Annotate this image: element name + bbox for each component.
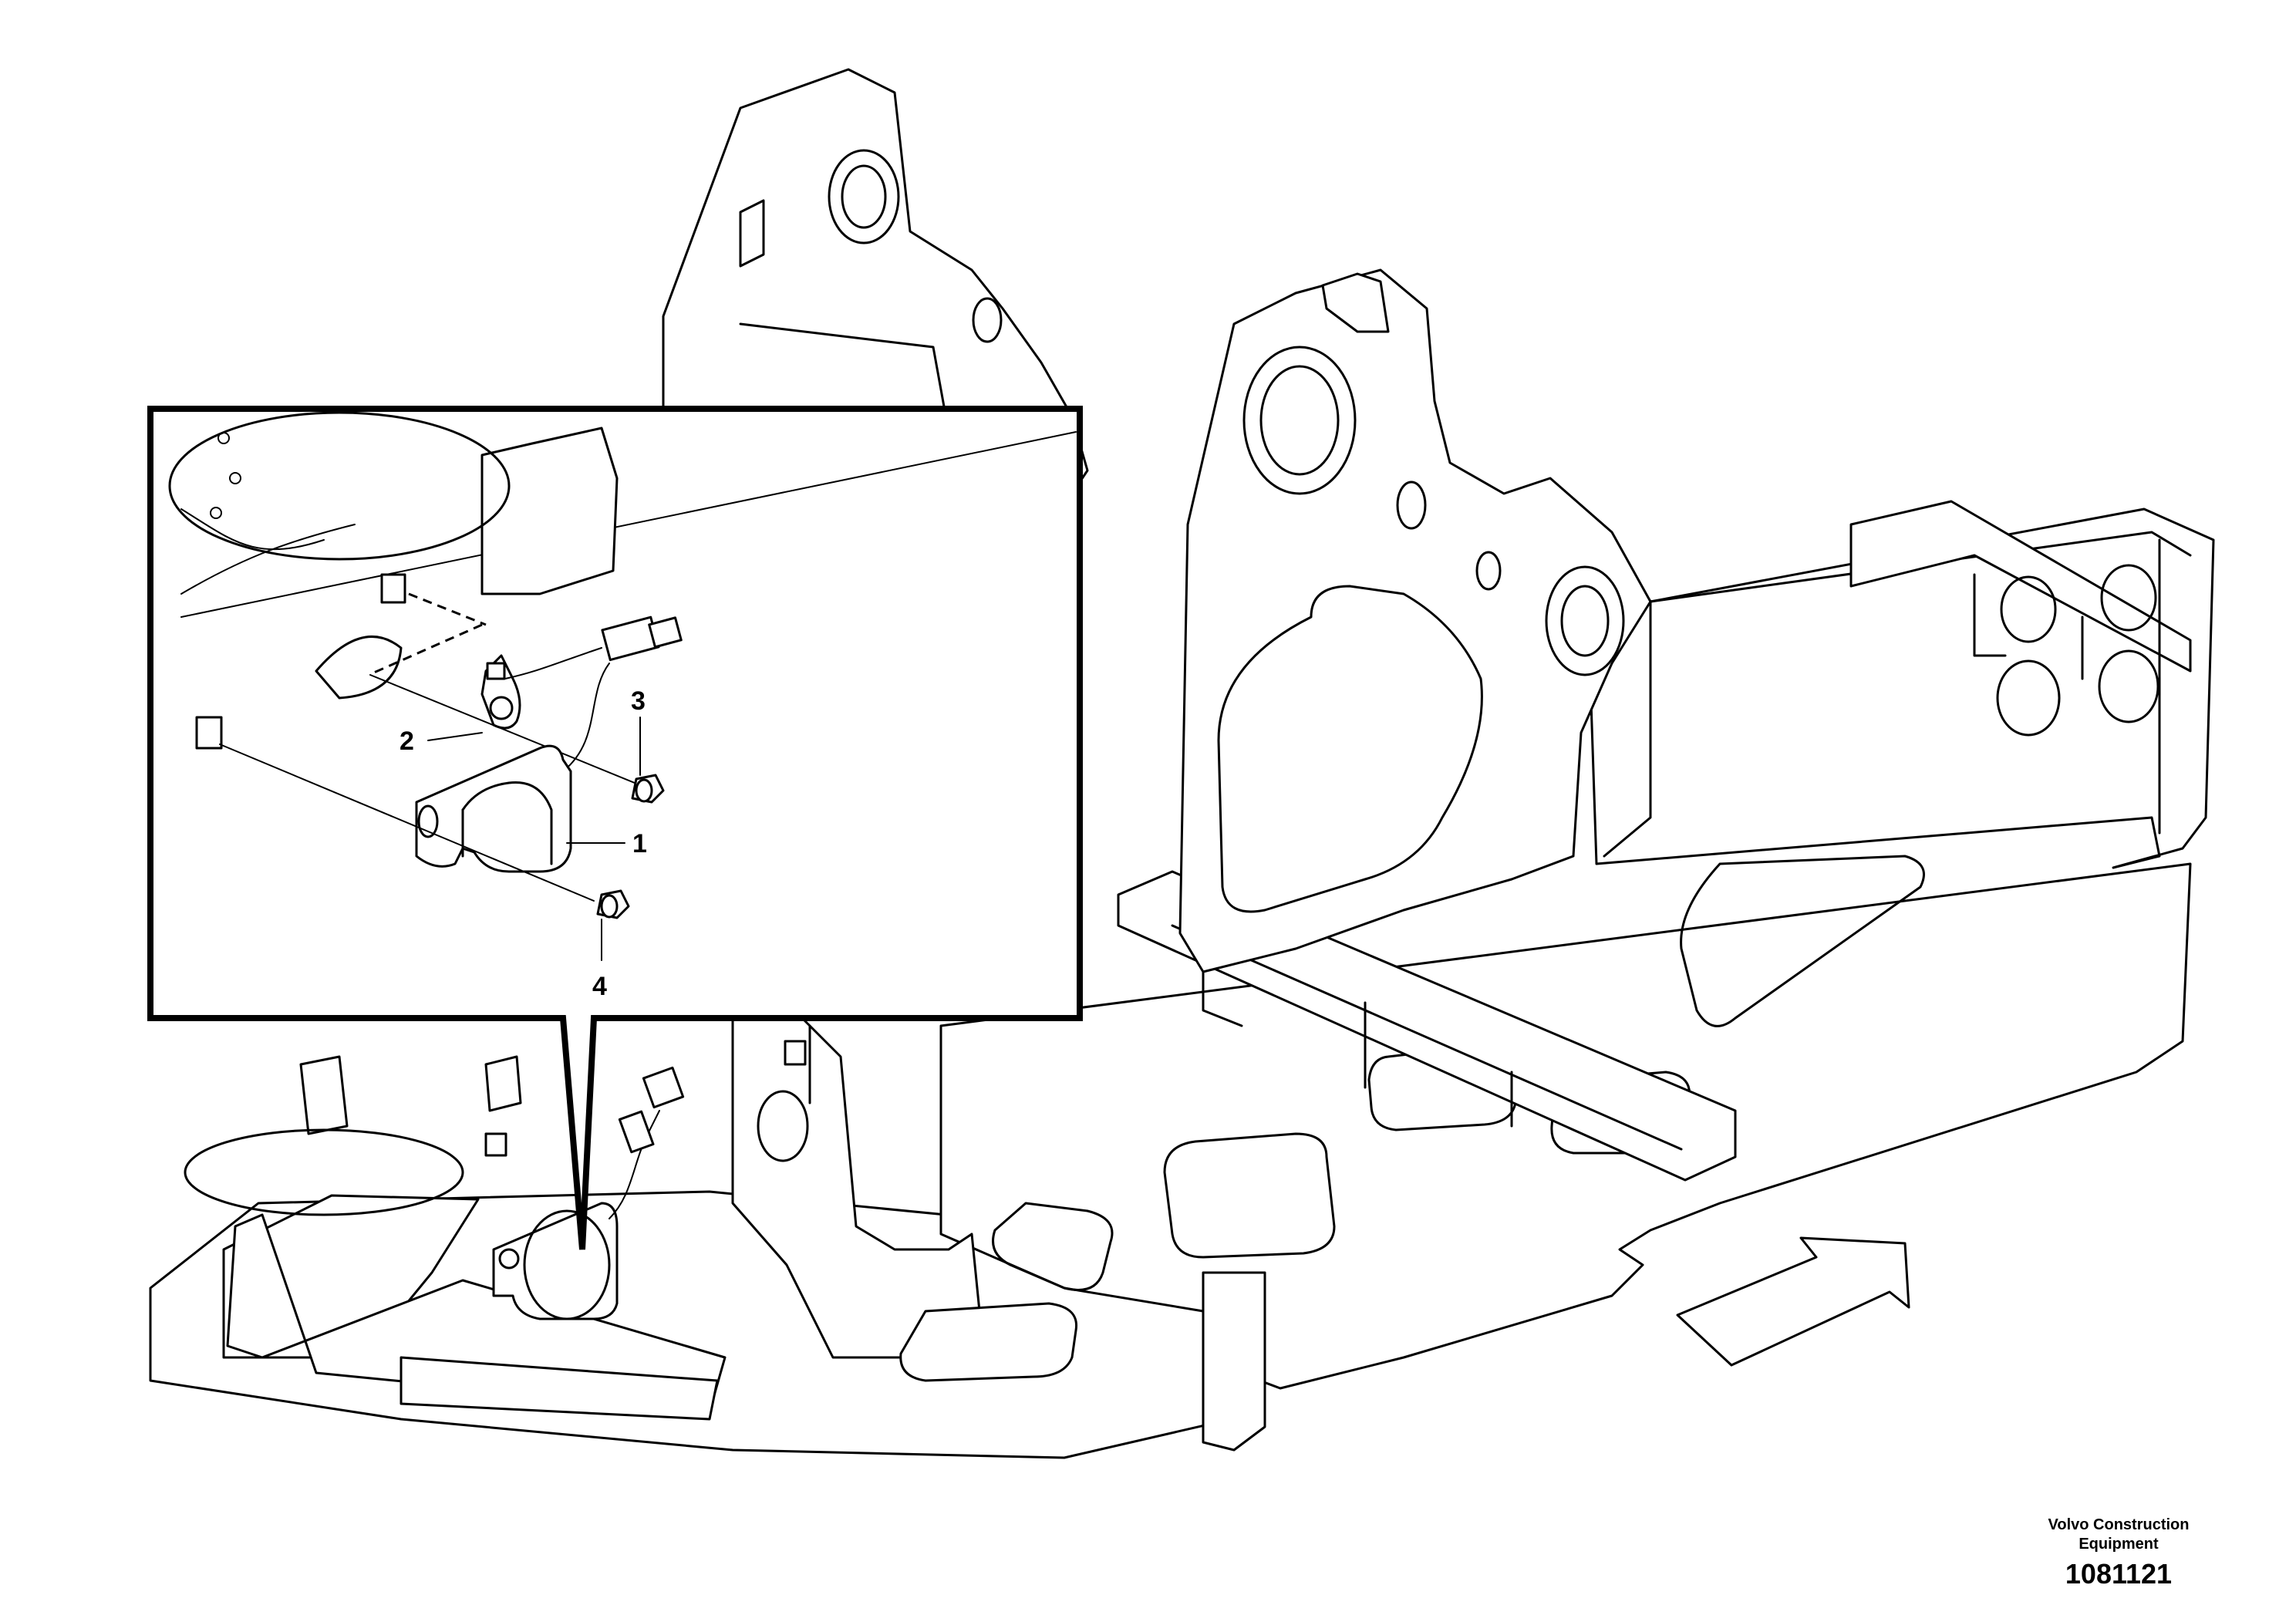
brand-line-1: Volvo Construction	[2048, 1516, 2190, 1533]
callout-number-3: 3	[631, 686, 646, 716]
nut-lower	[195, 716, 223, 750]
drawing-footer: Volvo Construction Equipment 1081121	[2003, 1516, 2234, 1591]
excavator-frame-drawing	[149, 68, 2215, 1459]
inset-frame	[147, 406, 1083, 1250]
drawing-number: 1081121	[2065, 1558, 2173, 1590]
nut-upper	[380, 573, 406, 604]
callout-number-2: 2	[400, 727, 414, 756]
callout-number-1: 1	[632, 829, 647, 858]
brand-line-2: Equipment	[2079, 1536, 2159, 1553]
detail-inset: 1 2 3 4	[147, 406, 1083, 1250]
forward-arrow-icon	[1676, 1236, 1910, 1367]
housing-bolt	[596, 889, 630, 919]
callout-number-4: 4	[592, 972, 607, 1001]
bracket-bolt	[631, 774, 665, 804]
